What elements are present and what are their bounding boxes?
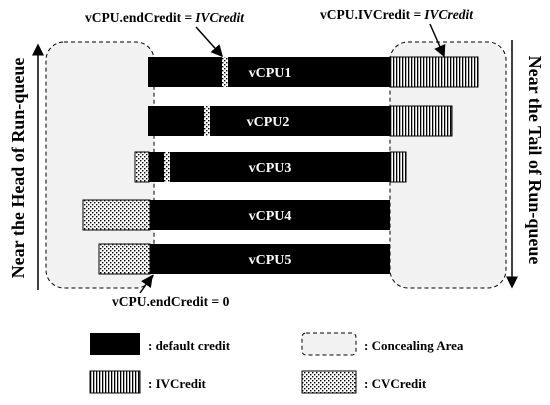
- endcredit-marker: [222, 57, 228, 87]
- legend-label-concealing-area: : Concealing Area: [364, 338, 464, 353]
- legend-swatch-cvcredit: [301, 370, 357, 394]
- endcredit-marker: [204, 106, 210, 136]
- endcredit-marker: [164, 152, 170, 182]
- vcpu-label: vCPU3: [249, 161, 292, 176]
- vcpu-label: vCPU4: [249, 209, 292, 224]
- vcpu-row-3: vCPU3: [134, 151, 407, 183]
- ivcredit-bar: [389, 105, 453, 137]
- annotation-ivcredit: vCPU.IVCredit =IVCredit: [320, 7, 474, 22]
- legend-label-ivcredit: : IVCredit: [148, 376, 207, 391]
- cvcredit-bar: [82, 199, 151, 231]
- legend-label-cvcredit: : CVCredit: [364, 376, 427, 391]
- legend-label-default-credit: : default credit: [148, 338, 231, 353]
- vcpu-row-1: vCPU1: [148, 56, 479, 88]
- legend-swatch-default-credit: [90, 333, 140, 355]
- ivcredit-bar: [389, 151, 407, 183]
- side-label-tail: Near the Tail of Run-queue: [525, 56, 545, 265]
- default-credit-bar: [148, 57, 390, 87]
- legend-swatch-ivcredit: [89, 370, 141, 394]
- side-label-head: Near the Head of Run-queue: [8, 58, 28, 279]
- cvcredit-bar: [98, 243, 151, 275]
- annotation-arrow-ivcredit: [429, 23, 446, 58]
- annotation-endcredit-iv: vCPU.endCredit =IVCredit: [85, 10, 245, 25]
- annotation-endcredit-zero: vCPU.endCredit = 0: [112, 294, 230, 309]
- default-credit-bar: [150, 200, 390, 230]
- legend: : default credit : Concealing Area : IVC…: [89, 332, 464, 394]
- vcpu-row-2: vCPU2: [148, 105, 453, 137]
- annotation-arrow-endcredit: [195, 26, 224, 58]
- vcpu-label: vCPU1: [249, 66, 292, 81]
- default-credit-bar: [148, 106, 390, 136]
- concealing-area-tail: [389, 41, 507, 289]
- ivcredit-bar: [389, 56, 479, 88]
- vcpu-label: vCPU5: [249, 253, 292, 268]
- default-credit-bar: [150, 244, 390, 274]
- cvcredit-bar: [134, 151, 150, 183]
- legend-swatch-concealing-area: [301, 332, 357, 356]
- vcpu-label: vCPU2: [247, 115, 290, 130]
- annotation-arrow-endcredit-zero: [139, 274, 153, 294]
- vcpu-row-4: vCPU4: [82, 199, 390, 231]
- default-credit-bar: [149, 152, 390, 182]
- vcpu-row-5: vCPU5: [98, 243, 390, 275]
